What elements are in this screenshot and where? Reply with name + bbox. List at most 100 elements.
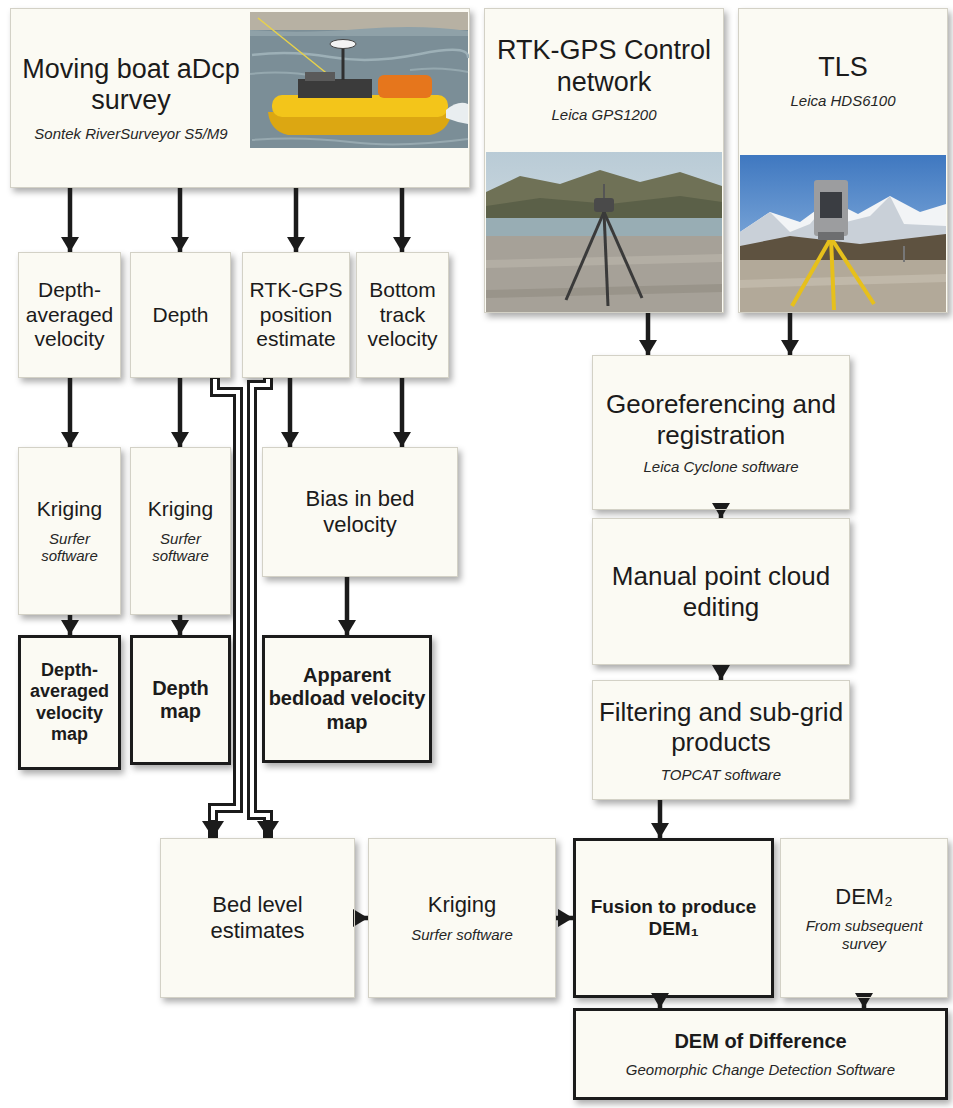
boat-photo-part (250, 12, 468, 148)
box-fill (738, 8, 948, 313)
boat-photo-part (410, 68, 468, 72)
flow-arrow (296, 188, 297, 252)
flow-arrow (864, 998, 865, 1008)
boat-photo-part (305, 72, 335, 81)
software-note: Leica GPS1200 (496, 106, 712, 124)
connector-line (862, 998, 867, 1008)
process-box: Manual point cloud editing (592, 518, 850, 665)
box-fill (262, 447, 458, 577)
box-fill (592, 355, 850, 510)
flow-arrow (70, 378, 71, 447)
connector-line (400, 188, 405, 252)
flow-arrow (355, 918, 368, 919)
flow-arrow (290, 378, 291, 447)
flow-arrow (648, 313, 649, 355)
connector-line (345, 577, 350, 635)
boat-photo-part (272, 95, 448, 117)
tls-photo-part (831, 238, 834, 310)
product-label: Depth-averaged velocity map (24, 660, 115, 744)
output-box: Fusion to produce DEM₁ (573, 838, 774, 998)
connector-line (68, 615, 73, 635)
process-box: Depth-averaged velocity (18, 252, 121, 378)
product-label: Fusion to produce DEM₁ (579, 896, 768, 940)
process-box: KrigingSurfer software (130, 447, 231, 615)
process-box: RTK-GPS position estimate (242, 252, 350, 378)
process-box: Bias in bed velocity (262, 447, 458, 577)
boat-photo-part (330, 40, 356, 49)
process-box: Georeferencing and registrationLeica Cyc… (592, 355, 850, 510)
tls-photo (740, 155, 946, 313)
box-fill (262, 635, 432, 763)
boat-photo-part (446, 103, 468, 124)
boat-photo-part (258, 18, 335, 80)
connector-line (178, 615, 183, 635)
box-fill (18, 447, 121, 615)
box-fill (592, 518, 850, 665)
step-label: Moving boat aDcp survey (22, 54, 240, 117)
gps-photo (486, 152, 722, 313)
gps-photo-part (486, 284, 722, 298)
box-fill (484, 8, 724, 313)
box-fill (592, 680, 850, 800)
box-fill (573, 838, 774, 998)
tls-photo-part (831, 238, 874, 304)
gps-photo-part (604, 212, 642, 298)
box-fill (18, 252, 121, 378)
box-fill (780, 838, 948, 998)
box-fill (18, 635, 121, 770)
boat-photo-part (250, 27, 468, 36)
boat-photo-part (298, 79, 372, 98)
step-label: Depth-averaged velocity (22, 278, 117, 352)
connector-line (788, 313, 793, 355)
flow-arrow (402, 188, 403, 252)
box-fill (130, 447, 231, 615)
tls-photo-part (820, 192, 842, 218)
flow-arrow (660, 998, 661, 1008)
connector-line (178, 378, 183, 447)
boat-photo-part (342, 44, 345, 80)
product-label: Apparent bedload velocity map (268, 664, 426, 734)
process-box: Bed level estimates (160, 838, 355, 998)
flow-arrow (180, 615, 181, 635)
step-label: RTK-GPS Control network (496, 35, 712, 98)
flow-arrow (180, 188, 181, 252)
box-fill (160, 838, 355, 998)
boat-photo-part (252, 138, 468, 144)
flow-arrow (721, 510, 722, 518)
process-box: KrigingSurfer software (18, 447, 121, 615)
gps-photo-part (486, 254, 722, 268)
box-fill (242, 252, 350, 378)
step-label: Kriging (22, 497, 117, 522)
step-label: Filtering and sub-grid products (596, 697, 846, 758)
connector-line (68, 188, 73, 252)
flow-arrow (721, 665, 722, 680)
tls-photo-part (903, 246, 905, 262)
gps-photo-part (486, 236, 722, 313)
connector-line (658, 800, 663, 838)
connector-line (355, 916, 368, 921)
gps-photo-part (594, 198, 614, 212)
step-label: Bed level estimates (164, 892, 351, 943)
box-fill (130, 252, 231, 378)
boat-photo-part (378, 75, 432, 98)
step-label: Kriging (372, 892, 552, 918)
connector-line (719, 510, 724, 518)
box-fill (130, 635, 231, 765)
tls-photo-part (740, 274, 946, 288)
source-box: Moving boat aDcp surveySontek RiverSurve… (10, 8, 470, 188)
box-fill (573, 1008, 948, 1100)
software-note: From subsequent survey (784, 917, 944, 952)
process-box: DEM₂ From subsequent survey (780, 838, 948, 998)
software-note: Surfer software (22, 530, 117, 565)
connector-core (252, 379, 268, 820)
source-box: RTK-GPS Control networkLeica GPS1200 (484, 8, 724, 313)
flow-arrow (660, 800, 661, 838)
software-note: Surfer software (134, 530, 227, 565)
product-label: Depth map (136, 677, 225, 724)
step-label: DEM₂ (784, 884, 944, 910)
step-label: Manual point cloud editing (596, 561, 846, 622)
tls-photo-part (740, 155, 946, 313)
step-label: Bias in bed velocity (266, 486, 454, 537)
connector-line (288, 378, 293, 447)
step-label: Kriging (134, 497, 227, 522)
